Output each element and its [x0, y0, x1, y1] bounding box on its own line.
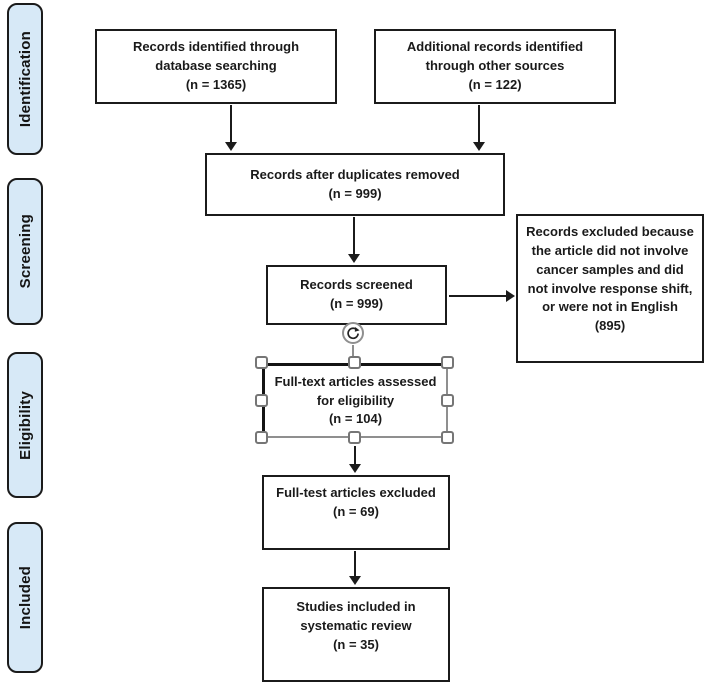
- rotate-handle[interactable]: [342, 322, 364, 344]
- box-text: Additional records identified through ot…: [406, 39, 584, 92]
- arrow-identified-to-dedup-line: [230, 105, 232, 143]
- stage-label-text: Identification: [16, 30, 34, 128]
- selection-handle-ne[interactable]: [441, 356, 454, 369]
- box-text: Studies included in systematic review (n…: [296, 599, 416, 652]
- box-records-identified[interactable]: Records identified through database sear…: [95, 29, 337, 104]
- box-text: Records screened (n = 999): [300, 277, 413, 311]
- stage-label-identification[interactable]: Identification: [7, 3, 43, 155]
- arrow-ftexcluded-to-included-head: [349, 576, 361, 585]
- selection-handle-nw[interactable]: [255, 356, 268, 369]
- arrow-identified-to-dedup-head: [225, 142, 237, 151]
- stage-label-included[interactable]: Included: [7, 522, 43, 673]
- box-records-excluded[interactable]: Records excluded because the article did…: [516, 214, 704, 363]
- rotate-clockwise-icon: [347, 327, 360, 340]
- stage-label-text: Screening: [16, 214, 34, 289]
- arrow-dedup-to-screened-head: [348, 254, 360, 263]
- box-fulltext-assessed[interactable]: Full-text articles assessed for eligibil…: [262, 363, 448, 438]
- arrow-screened-to-excluded-head: [506, 290, 515, 302]
- box-text: Records after duplicates removed (n = 99…: [250, 166, 460, 201]
- box-records-screened[interactable]: Records screened (n = 999): [266, 265, 447, 325]
- arrow-additional-to-dedup-line: [478, 105, 480, 143]
- box-text: Full-test articles excluded (n = 69): [276, 485, 436, 519]
- box-additional-records[interactable]: Additional records identified through ot…: [374, 29, 616, 104]
- stage-label-screening[interactable]: Screening: [7, 178, 43, 325]
- arrow-assessed-to-ftexcluded-line: [354, 446, 356, 465]
- arrow-assessed-to-ftexcluded-head: [349, 464, 361, 473]
- box-text: Records identified through database sear…: [132, 39, 300, 92]
- selection-handle-s[interactable]: [348, 431, 361, 444]
- box-fulltext-excluded[interactable]: Full-test articles excluded (n = 69): [262, 475, 450, 550]
- stage-label-eligibility[interactable]: Eligibility: [7, 352, 43, 498]
- selection-handle-se[interactable]: [441, 431, 454, 444]
- selection-handle-sw[interactable]: [255, 431, 268, 444]
- selection-handle-n[interactable]: [348, 356, 361, 369]
- box-studies-included[interactable]: Studies included in systematic review (n…: [262, 587, 450, 682]
- selection-handle-e[interactable]: [441, 394, 454, 407]
- box-duplicates-removed[interactable]: Records after duplicates removed (n = 99…: [205, 153, 505, 216]
- arrow-dedup-to-screened-line: [353, 217, 355, 255]
- rotate-handle-connector: [352, 345, 354, 357]
- arrow-ftexcluded-to-included-line: [354, 551, 356, 577]
- stage-label-text: Included: [16, 565, 34, 630]
- selection-handle-w[interactable]: [255, 394, 268, 407]
- arrow-additional-to-dedup-head: [473, 142, 485, 151]
- stage-label-text: Eligibility: [16, 390, 34, 460]
- box-text: Full-text articles assessed for eligibil…: [274, 373, 437, 427]
- box-text: Records excluded because the article did…: [526, 224, 694, 334]
- arrow-screened-to-excluded-line: [449, 295, 507, 297]
